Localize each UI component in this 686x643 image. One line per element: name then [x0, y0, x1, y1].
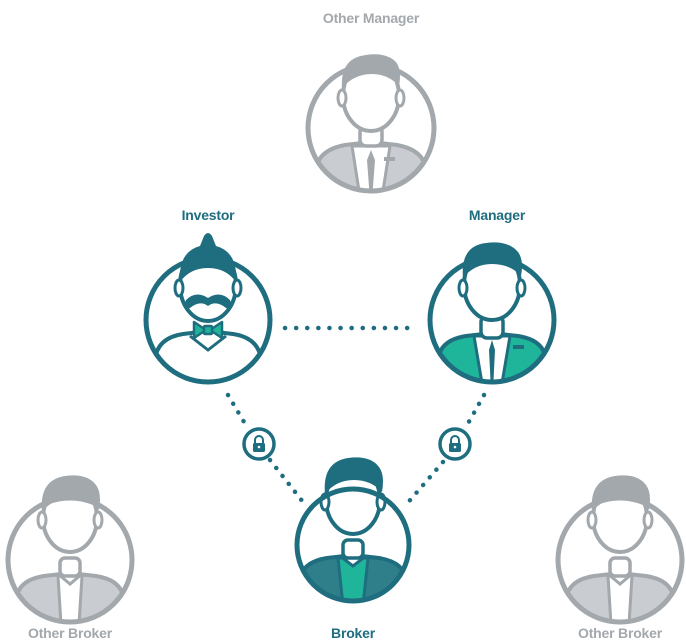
broker-label: Broker [331, 625, 375, 641]
investor-label: Investor [181, 207, 235, 223]
other-broker-right-avatar [555, 475, 685, 625]
manager-label: Manager [468, 207, 526, 223]
connection-investor-broker [225, 392, 306, 505]
connection-manager-broker [402, 392, 487, 509]
lock-icon [438, 427, 472, 461]
investor-avatar [143, 233, 273, 385]
broker-avatar [294, 457, 412, 604]
other-broker-left-avatar [5, 475, 135, 625]
manager-avatar [427, 242, 557, 385]
other-manager-avatar [305, 54, 437, 194]
other-manager-label: Other Manager [322, 10, 420, 26]
other-broker-left-label: Other Broker [28, 625, 112, 641]
lock-icon [242, 427, 276, 461]
other-broker-right-label: Other Broker [578, 625, 662, 641]
